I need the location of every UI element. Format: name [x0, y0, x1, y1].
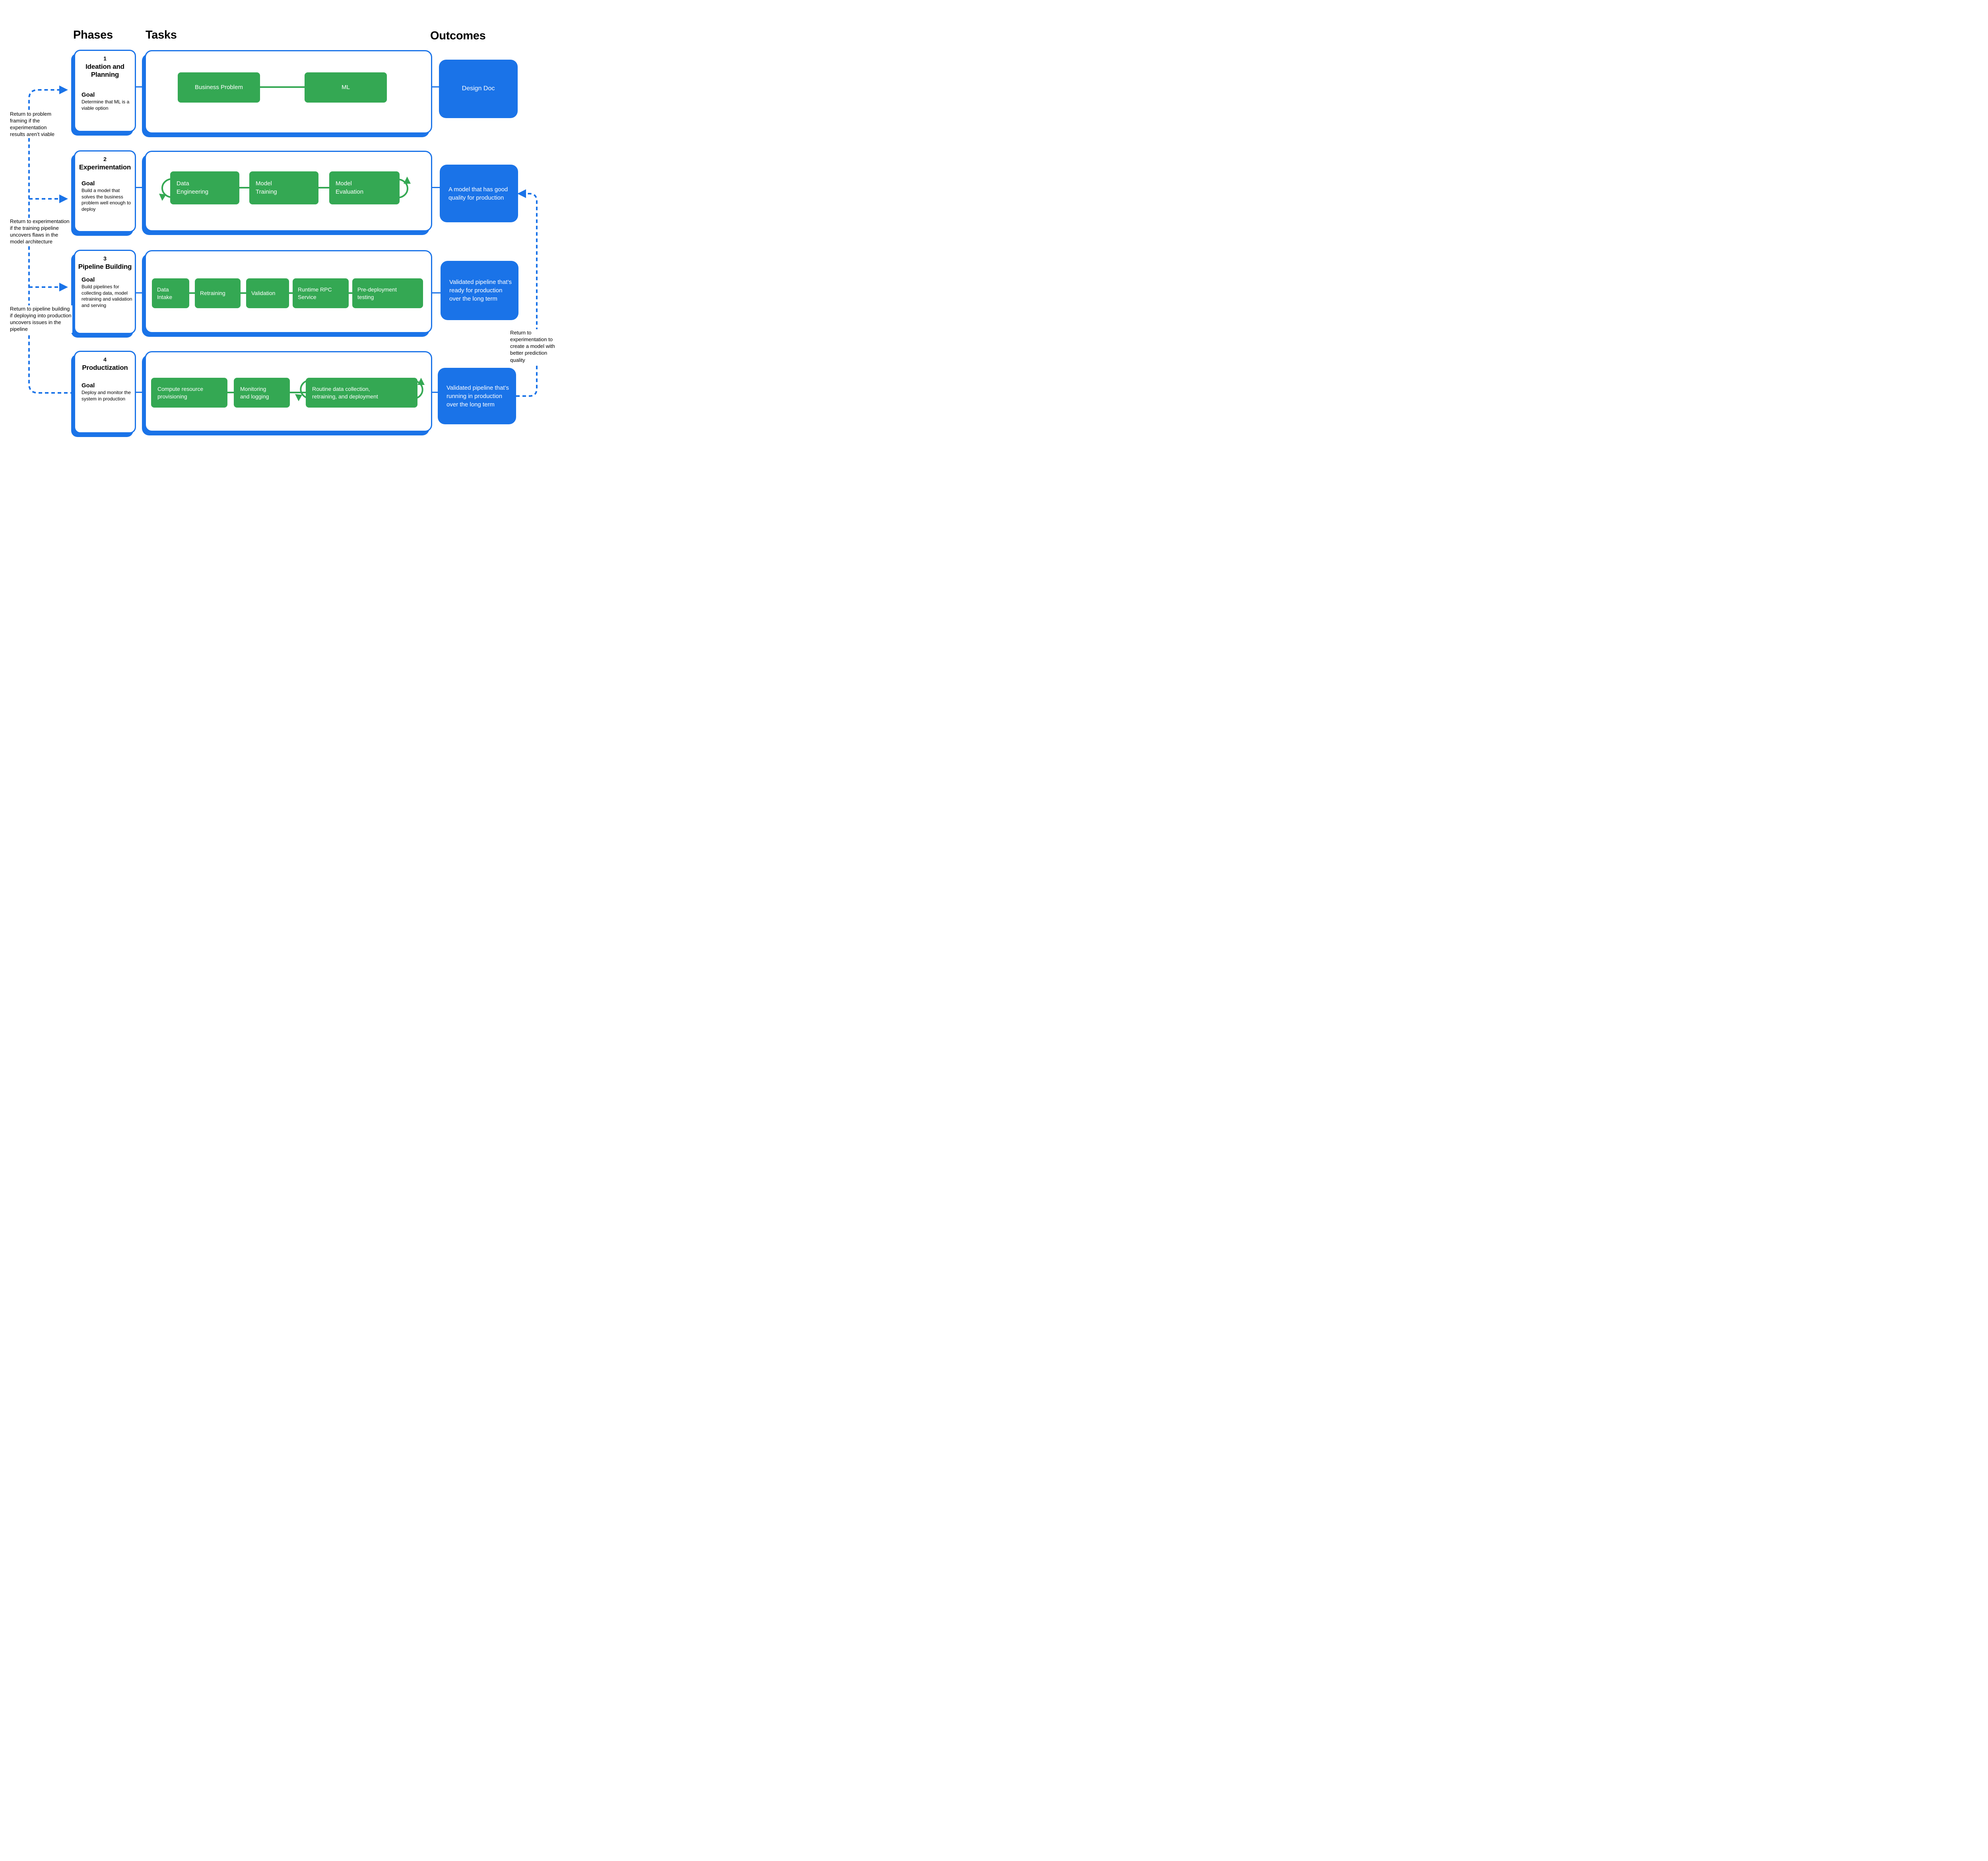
arrowhead-into-outcome2-icon — [517, 189, 526, 198]
phase-card-4: 4 Productization Goal Deploy and monitor… — [74, 351, 136, 433]
phase-card-1: 1 Ideation and Planning Goal Determine t… — [74, 50, 136, 132]
arrowhead-into-phase2-icon — [59, 194, 68, 203]
task-label: Compute resource provisioning — [157, 385, 204, 400]
task-model-training: Model Training — [249, 171, 318, 204]
task-runtime-rpc-service: Runtime RPC Service — [293, 278, 349, 308]
phases-column-header: Phases — [73, 29, 113, 41]
goal-text: Deploy and monitor the system in product… — [82, 390, 131, 402]
phase-number: 2 — [103, 156, 107, 162]
connector-phase1-tasks — [135, 86, 146, 87]
task-compute-resource-provisioning: Compute resource provisioning — [151, 378, 227, 408]
connector-tasks2-outcome — [431, 187, 441, 188]
task-label: Data Engineering — [177, 180, 209, 195]
arrowhead-into-phase3-icon — [59, 283, 68, 291]
phase-card-3: 3 Pipeline Building Goal Build pipelines… — [74, 250, 136, 334]
goal-text: Build a model that solves the business p… — [82, 188, 131, 212]
connector-phase3-tasks — [135, 292, 146, 293]
phase-title: Ideation and Planning — [85, 63, 124, 79]
outcome-label: A model that has good quality for produc… — [448, 186, 508, 201]
task-routine-data-collection: Routine data collection, retraining, and… — [306, 378, 417, 408]
task-data-intake: Data Intake — [152, 278, 189, 308]
task-monitoring-and-logging: Monitoring and logging — [234, 378, 290, 408]
task-label: Model Evaluation — [336, 180, 364, 195]
outcome-label: Validated pipeline that’s running in pro… — [447, 384, 509, 408]
task-model-evaluation: Model Evaluation — [329, 171, 400, 204]
task-label: Retraining — [200, 290, 225, 297]
outcome-design-doc: Design Doc — [439, 60, 518, 118]
task-label: Model Training — [256, 180, 277, 195]
note-return-experimentation-right: Return to experimentation to create a mo… — [510, 329, 563, 363]
outcome-label: Design Doc — [462, 85, 495, 92]
outcome-pipeline-running: Validated pipeline that’s running in pro… — [438, 368, 516, 424]
task-data-engineering: Data Engineering — [170, 171, 239, 204]
outcome-model-quality: A model that has good quality for produc… — [440, 165, 518, 222]
goal-text: Determine that ML is a viable option — [82, 99, 130, 111]
phase-title: Experimentation — [79, 163, 131, 171]
outcomes-column-header: Outcomes — [430, 29, 486, 42]
tasks-column-header: Tasks — [146, 29, 177, 41]
task-label: Business Problem — [195, 84, 243, 91]
phase-number: 3 — [103, 255, 107, 262]
task-label: Routine data collection, retraining, and… — [312, 385, 378, 400]
task-label: Pre-deployment testing — [357, 286, 397, 300]
phase-card-2: 2 Experimentation Goal Build a model tha… — [74, 150, 136, 232]
task-label: Data Intake — [157, 286, 173, 300]
task-ml: ML — [305, 72, 387, 103]
task-validation: Validation — [246, 278, 289, 308]
connector-tasks4-outcome — [431, 392, 439, 393]
task-label: Validation — [251, 290, 276, 297]
task-business-problem: Business Problem — [178, 72, 260, 103]
task-link-row1 — [254, 86, 310, 88]
arrowhead-into-phase1-icon — [59, 85, 68, 94]
connector-tasks3-outcome — [431, 292, 441, 293]
connector-tasks1-outcome — [431, 86, 440, 87]
goal-label: Goal — [82, 382, 95, 389]
phase-title: Pipeline Building — [78, 263, 132, 270]
connector-phase4-tasks — [135, 392, 146, 393]
task-label: Monitoring and logging — [240, 385, 269, 400]
phase-number: 1 — [103, 55, 107, 62]
task-pre-deployment-testing: Pre-deployment testing — [352, 278, 423, 308]
note-return-pipeline-building: Return to pipeline building if deploying… — [10, 305, 72, 333]
task-retraining: Retraining — [195, 278, 241, 308]
task-label: Runtime RPC Service — [298, 286, 332, 300]
connector-phase2-tasks — [135, 187, 146, 188]
goal-label: Goal — [82, 276, 95, 283]
ml-lifecycle-diagram: Phases Tasks Outcomes 1 Ideation and Pla… — [0, 0, 564, 465]
goal-label: Goal — [82, 91, 95, 98]
goal-label: Goal — [82, 180, 95, 187]
note-return-problem-framing: Return to problem framing if the experim… — [10, 111, 62, 138]
goal-text: Build pipelines for collecting data, mod… — [82, 284, 132, 308]
phase-number: 4 — [103, 356, 107, 363]
outcome-label: Validated pipeline that’s ready for prod… — [449, 279, 512, 302]
note-return-experimentation: Return to experimentation if the trainin… — [10, 218, 70, 245]
phase-title: Productization — [82, 364, 128, 371]
return-path-right — [516, 193, 538, 397]
outcome-pipeline-ready: Validated pipeline that’s ready for prod… — [441, 261, 518, 320]
task-label: ML — [342, 84, 350, 91]
